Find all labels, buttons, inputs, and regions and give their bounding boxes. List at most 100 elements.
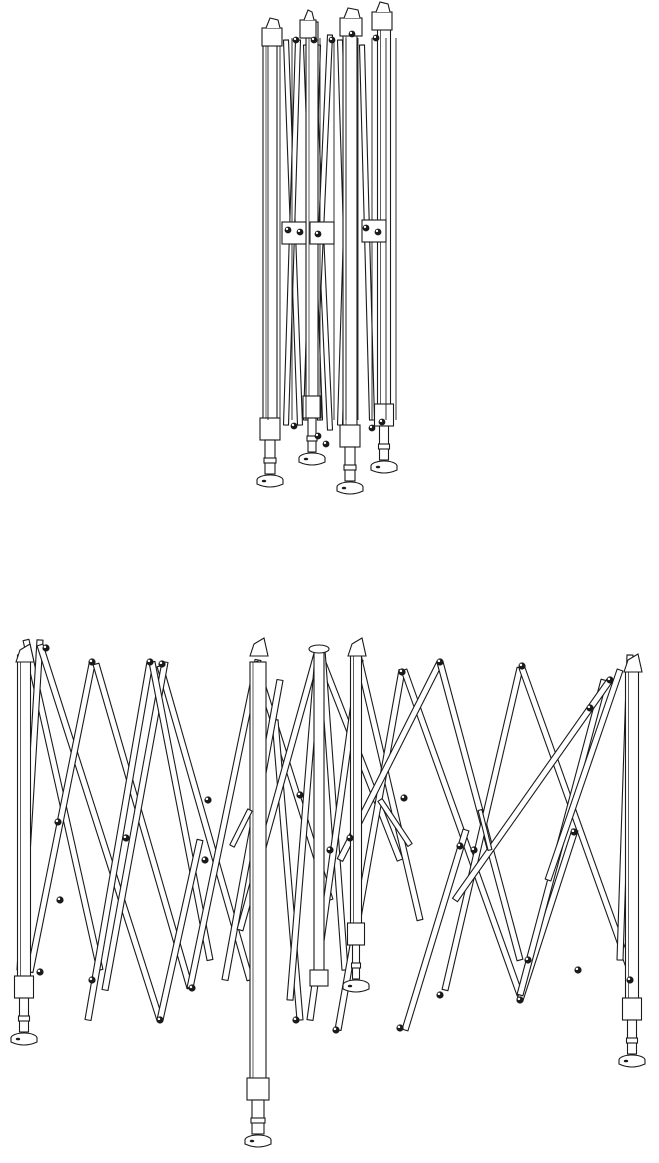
folded-leg-front-lock [343, 464, 357, 471]
expanded-pivot-bolt [436, 658, 444, 666]
expanded-leg-front-foot-rim [244, 1140, 272, 1148]
expanded-pivot-bolt-highlight [189, 985, 193, 989]
expanded-pivot-bolt-highlight [327, 847, 331, 851]
folded-pivot-bolt-highlight [293, 37, 297, 41]
expanded-leg-left-inner-tube [18, 997, 30, 1033]
folded-pivot-bolt-highlight [323, 441, 327, 445]
expanded-pivot-bolt [400, 794, 408, 802]
expanded-pivot-bolt-highlight [293, 1017, 297, 1021]
folded-pivot-bolt-highlight [349, 31, 353, 35]
folded-mid-bracket [309, 221, 335, 245]
expanded-pivot-bolt [42, 644, 50, 652]
expanded-frame-panel [0, 600, 659, 1163]
expanded-pivot-bolt [88, 658, 96, 666]
folded-frame-panel [0, 0, 659, 500]
expanded-center-hub [309, 969, 329, 987]
expanded-leg-left-lock [17, 1015, 31, 1022]
expanded-pivot-bolt-highlight [202, 857, 206, 861]
expanded-pivot-bolt [292, 1016, 300, 1024]
expanded-scissor-bar [544, 668, 624, 882]
expanded-pivot-bolt-highlight [397, 1025, 401, 1029]
expanded-center-pole [313, 649, 325, 981]
expanded-pivot-bolt-highlight [587, 705, 591, 709]
folded-pivot-bolt [368, 424, 376, 432]
folded-top-hinge [265, 17, 281, 29]
expanded-leg-back-foot-hole [347, 984, 353, 988]
expanded-leg-front-upper-tube [249, 661, 267, 1081]
expanded-leg-right-lock [625, 1037, 639, 1044]
expanded-pivot-bolt-highlight [401, 795, 405, 799]
expanded-leg-front-lock [250, 1117, 266, 1124]
expanded-pivot-bolt [396, 1024, 404, 1032]
folded-pivot-bolt [372, 34, 380, 42]
expanded-leg-front-foot-hole [249, 1139, 255, 1143]
expanded-leg-right-inner-tube [626, 1019, 638, 1055]
expanded-pivot-bolt [146, 658, 154, 666]
expanded-leg-right-upper-tube [624, 669, 640, 1001]
expanded-top-hinge [347, 637, 367, 657]
expanded-leg-left-foot-hole [15, 1037, 21, 1041]
expanded-leg-left-upper-tube [16, 654, 32, 979]
expanded-pivot-bolt [204, 796, 212, 804]
expanded-center-cap [308, 644, 330, 654]
expanded-pivot-bolt-highlight [333, 1027, 337, 1031]
expanded-top-hinge [623, 653, 643, 673]
expanded-pivot-bolt [158, 660, 166, 668]
expanded-pivot-bolt-highlight [627, 977, 631, 981]
folded-leg-front-inner-tube [344, 446, 356, 482]
expanded-pivot-bolt-highlight [607, 677, 611, 681]
expanded-pivot-bolt [436, 991, 444, 999]
expanded-scissor-bar [156, 838, 204, 1022]
expanded-pivot-bolt-highlight [399, 669, 403, 673]
folded-top-cap [299, 19, 317, 39]
expanded-pivot-bolt-highlight [457, 843, 461, 847]
expanded-pivot-bolt-highlight [571, 829, 575, 833]
folded-pivot-bolt [310, 36, 318, 44]
folded-leg-front-upper-tube [342, 31, 358, 428]
expanded-pivot-bolt-highlight [297, 792, 301, 796]
expanded-leg-back-inner-tube [351, 944, 361, 980]
expanded-leg-front-inner-tube [251, 1099, 265, 1135]
expanded-pivot-bolt-highlight [43, 645, 47, 649]
expanded-brace-strut [477, 808, 493, 852]
expanded-pivot-bolt [516, 996, 524, 1004]
folded-frame-illustration [256, 1, 398, 495]
folded-pivot-bolt-highlight [369, 425, 373, 429]
folded-leg-left-foot-rim [256, 480, 284, 488]
folded-leg-left-upper-tube [262, 31, 278, 421]
folded-pivot-bolt-highlight [329, 37, 333, 41]
folded-pivot-bolt-highlight [315, 231, 319, 235]
expanded-leg-left-foot-rim [10, 1038, 38, 1046]
folded-leg-front-foot-hole [341, 486, 347, 490]
folded-leg-left-inner-tube [264, 439, 276, 475]
expanded-pivot-bolt [332, 1026, 340, 1034]
folded-pivot-bolt [322, 440, 330, 448]
folded-leg-front-bracket [339, 424, 361, 448]
expanded-brace-strut [377, 798, 413, 847]
expanded-pivot-bolt [398, 668, 406, 676]
expanded-pivot-bolt-highlight [575, 967, 579, 971]
folded-pivot-bolt [378, 418, 386, 426]
expanded-pivot-bolt [88, 976, 96, 984]
folded-pivot-bolt [284, 226, 292, 234]
folded-leg-left-lock [263, 457, 277, 464]
folded-top-hinge [375, 1, 391, 13]
folded-top-cap [261, 27, 283, 47]
expanded-pivot-bolt-highlight [517, 997, 521, 1001]
expanded-pivot-bolt-highlight [89, 977, 93, 981]
expanded-pivot-bolt [524, 956, 532, 964]
expanded-top-hinge [15, 643, 35, 663]
folded-leg-back-foot-rim [298, 458, 326, 466]
folded-leg-right-inner-tube [378, 425, 390, 461]
folded-leg-right-lock [377, 443, 391, 450]
folded-pivot-bolt-highlight [285, 227, 289, 231]
expanded-pivot-bolt-highlight [437, 992, 441, 996]
expanded-pivot-bolt [54, 818, 62, 826]
folded-leg-back-upper-tube [305, 21, 319, 399]
expanded-pivot-bolt [326, 846, 334, 854]
folded-pivot-bolt [314, 230, 322, 238]
expanded-leg-left-bracket [13, 975, 35, 999]
folded-pivot-bolt-highlight [315, 433, 319, 437]
expanded-frame-illustration [10, 637, 646, 1148]
folded-pivot-bolt-highlight [373, 35, 377, 39]
